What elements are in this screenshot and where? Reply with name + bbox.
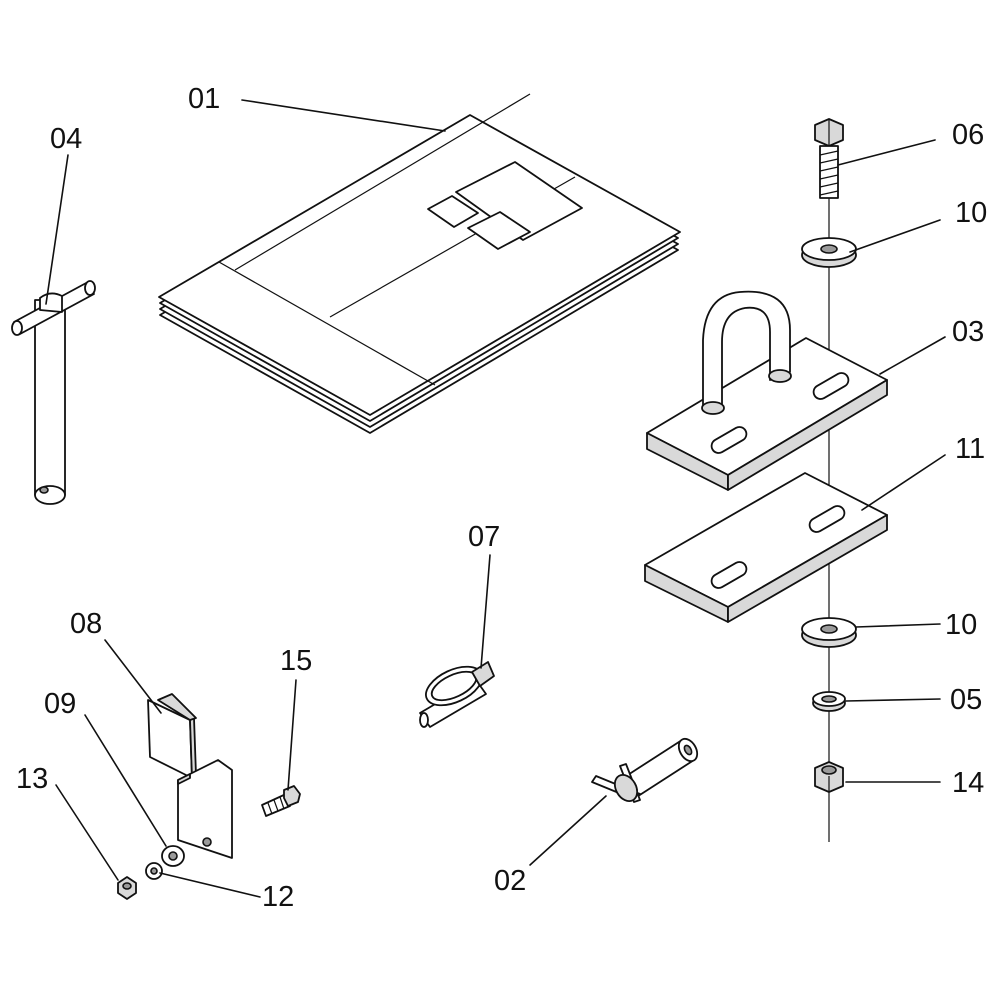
leader-lines	[45, 99, 946, 898]
callout-10-lower: 10	[945, 609, 977, 641]
part-04-t-pin	[11, 280, 96, 505]
callout-09: 09	[44, 688, 76, 720]
callout-12: 12	[262, 881, 294, 913]
part-08-bracket	[147, 693, 233, 859]
part-12-lock-washer	[145, 862, 163, 880]
part-02-clevis-pin	[591, 737, 699, 803]
callout-03: 03	[952, 316, 984, 348]
callout-08: 08	[70, 608, 102, 640]
callout-labels: 01 04 06 10 03 11 07 08 10 15 09 05 13 1…	[16, 83, 987, 913]
callout-06: 06	[952, 119, 984, 151]
part-03-u-plate	[646, 290, 888, 491]
part-10-washer-lower	[801, 617, 857, 648]
callout-05: 05	[950, 684, 982, 716]
part-09-washer	[161, 845, 185, 867]
part-13-nut	[117, 876, 137, 900]
callout-01: 01	[188, 83, 220, 115]
part-01-manual	[158, 93, 681, 434]
part-06-bolt	[814, 118, 844, 199]
callout-04: 04	[50, 123, 82, 155]
part-10-washer-upper	[801, 237, 857, 268]
callout-15: 15	[280, 645, 312, 677]
callout-07: 07	[468, 521, 500, 553]
part-11-plate	[644, 472, 888, 623]
callout-13: 13	[16, 763, 48, 795]
part-05-lock-washer	[812, 691, 846, 712]
part-15-screw	[261, 785, 301, 817]
part-07-linch-pin	[419, 661, 495, 728]
callout-10-upper: 10	[955, 197, 987, 229]
callout-11: 11	[955, 433, 985, 465]
callout-14: 14	[952, 767, 984, 799]
callout-02: 02	[494, 865, 526, 897]
part-14-nut	[814, 761, 844, 793]
